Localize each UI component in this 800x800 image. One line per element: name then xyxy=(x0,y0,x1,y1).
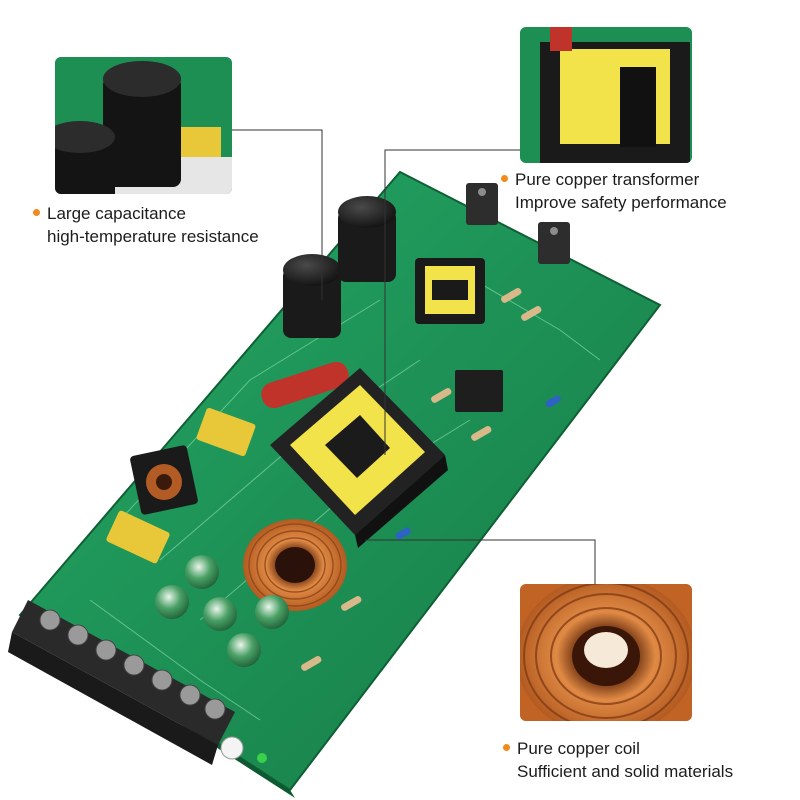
feature-capacitor-title: Large capacitance xyxy=(47,204,186,223)
feature-transformer: Pure copper transformer Improve safety p… xyxy=(501,168,727,214)
small-transformer xyxy=(415,258,485,324)
feature-capacitor-subtitle: high-temperature resistance xyxy=(47,227,259,246)
toroid-coil xyxy=(243,519,347,611)
feature-capacitor: Large capacitance high-temperature resis… xyxy=(33,202,259,248)
feature-coil-title: Pure copper coil xyxy=(517,739,640,758)
feature-transformer-subtitle: Improve safety performance xyxy=(515,193,727,212)
main-transformer xyxy=(270,368,448,548)
capacitor-closeup xyxy=(55,57,232,194)
terminal-block xyxy=(8,600,235,765)
bullet-icon xyxy=(503,744,510,751)
coil-closeup xyxy=(520,584,692,721)
feature-transformer-title: Pure copper transformer xyxy=(515,170,700,189)
bullet-icon xyxy=(501,175,508,182)
bullet-icon xyxy=(33,209,40,216)
small-capacitors xyxy=(155,555,289,667)
capacitor-icon xyxy=(55,57,232,194)
transformer-closeup xyxy=(520,27,692,163)
coil-icon xyxy=(520,584,692,721)
feature-coil-subtitle: Sufficient and solid materials xyxy=(517,762,734,781)
transformer-icon xyxy=(520,27,692,163)
feature-coil: Pure copper coil Sufficient and solid ma… xyxy=(503,737,734,783)
